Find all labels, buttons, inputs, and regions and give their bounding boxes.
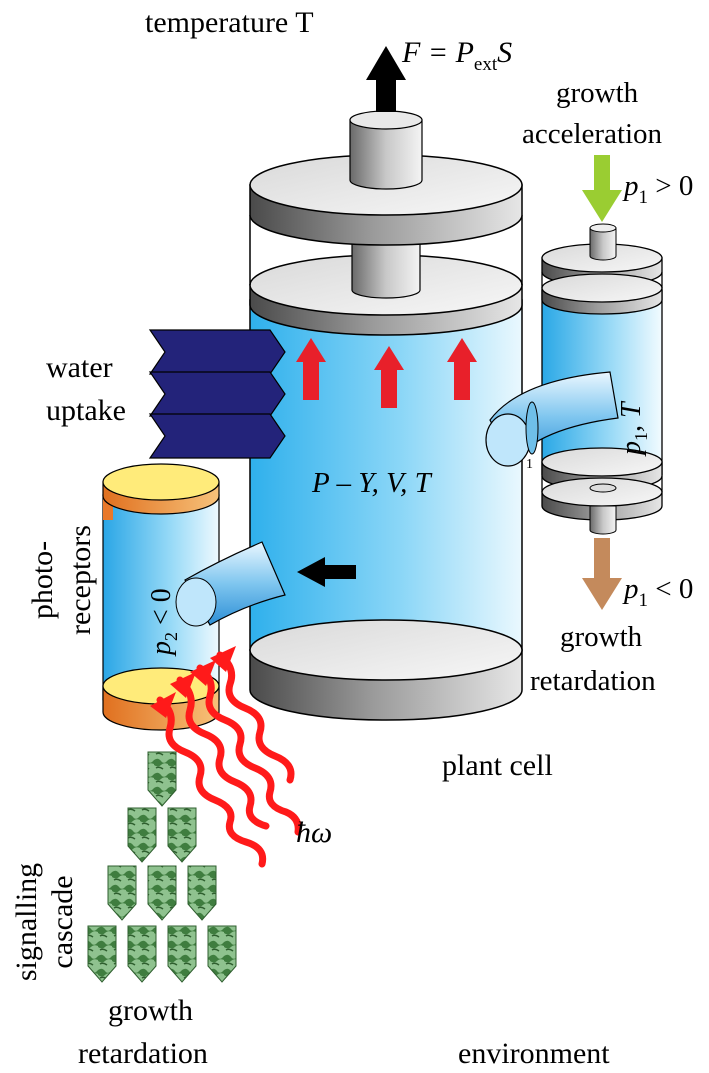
wave-arrowhead-icon — [190, 660, 216, 686]
p1-positive-label: p1 > 0 — [622, 170, 693, 208]
environment-label: environment — [458, 1037, 610, 1070]
signal-arrow-icon — [297, 557, 356, 587]
wave-arrowhead-icon — [170, 672, 196, 698]
growth-acceleration-label-2: acceleration — [522, 118, 663, 150]
plant-cell-label: plant cell — [442, 749, 553, 782]
growth-retardation-right-label-2: retardation — [530, 665, 656, 697]
red-arrow-icon — [447, 338, 477, 400]
hbar-omega-label: ħω — [296, 816, 332, 849]
signalling-label: signalling — [10, 863, 43, 981]
signalling-cascade — [87, 751, 237, 983]
cell-state-label: P – Y, V, T — [311, 467, 433, 499]
growth-acceleration-arrow-icon — [582, 155, 622, 222]
red-arrow-icon — [296, 338, 326, 400]
growth-retardation-right-label-1: growth — [560, 621, 643, 653]
p1-T-label: p1, T — [616, 400, 651, 457]
growth-retardation-left-label-2: retardation — [78, 1037, 208, 1070]
small-mark-label: 1 — [526, 457, 533, 472]
water-uptake-blocks — [148, 329, 286, 459]
growth-acceleration-label-1: growth — [556, 77, 639, 109]
water-uptake-label-2: uptake — [46, 394, 126, 427]
wave-arrowhead-icon — [210, 646, 236, 672]
light-waves-icon — [156, 651, 302, 868]
force-label: F = PextS — [401, 36, 512, 75]
water-uptake-label-1: water — [46, 351, 113, 384]
wave-arrowhead-icon — [150, 692, 176, 718]
photoreceptors-label-2: receptors — [64, 525, 97, 635]
p1-negative-label: p1 < 0 — [622, 573, 693, 611]
growth-retardation-arrow-icon — [582, 538, 622, 610]
growth-retardation-left-label-1: growth — [108, 994, 193, 1027]
photoreceptors-label-1: photo- — [26, 541, 59, 619]
photoreceptor-cylinder — [102, 463, 220, 731]
tube-right — [485, 371, 619, 467]
force-arrow-icon — [366, 46, 406, 112]
p2-label: p2 < 0 — [146, 588, 181, 657]
tube-left — [175, 541, 286, 627]
cascade-label: cascade — [46, 875, 79, 968]
temperature-label: temperature T — [145, 6, 314, 39]
plant-cell-cylinder — [249, 110, 523, 721]
pressure-arrows — [296, 338, 477, 408]
red-arrow-icon — [374, 346, 404, 408]
